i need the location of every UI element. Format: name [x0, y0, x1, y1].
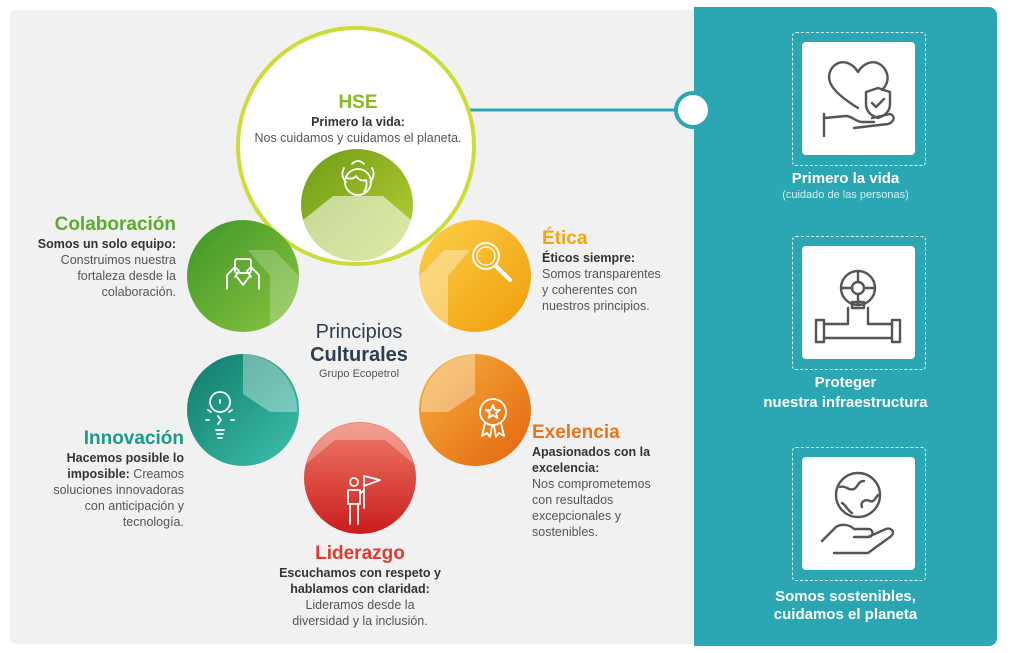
liderazgo-lead-2: hablamos con claridad: [290, 582, 430, 596]
liderazgo-circle [304, 422, 416, 534]
sidebar-label-planet-2: cuidamos el planeta [773, 606, 918, 623]
etica-body-2: y coherentes con [542, 283, 638, 297]
etica-circle [418, 220, 531, 332]
globe-hand-icon [820, 471, 895, 555]
connector-node [674, 91, 712, 129]
exelencia-body-1: Nos comprometemos [532, 477, 651, 491]
hse-body: Nos cuidamos y cuidamos el planeta. [254, 131, 462, 145]
sidebar-label-infrastructure-2: nuestra infraestructura [763, 394, 928, 411]
colaboracion-title: Colaboración [54, 214, 176, 235]
liderazgo-text-block: Liderazgo Escuchamos con respeto y habla… [250, 543, 470, 629]
lightbulb-icon [205, 391, 235, 439]
sidebar-label-life: Primero la vida [791, 170, 900, 187]
liderazgo-lead-1: Escuchamos con respeto y [279, 566, 441, 580]
innovacion-body-inline: Creamos [129, 467, 184, 481]
hse-circle [301, 149, 413, 262]
colaboracion-circle [187, 220, 300, 332]
hse-text-block: HSE Primero la vida: Nos cuidamos y cuid… [236, 92, 480, 146]
exelencia-lead-1: Apasionados con la [532, 445, 651, 459]
exelencia-lead-2: excelencia: [532, 461, 600, 475]
sidebar: Primero la vida (cuidado de las personas… [694, 7, 997, 646]
center-label: Principios Culturales Grupo Ecopetrol [284, 320, 434, 382]
sidebar-sublabel-life: (cuidado de las personas) [782, 189, 909, 201]
exelencia-circle [419, 354, 531, 466]
innovacion-title: Innovación [83, 428, 184, 449]
sidebar-card-infrastructure [792, 236, 926, 370]
award-medal-icon [479, 398, 507, 438]
magnifier-icon [472, 242, 512, 282]
leader-flag-icon [347, 475, 381, 525]
innovacion-text-block: Innovación Hacemos posible lo imposible:… [20, 428, 184, 530]
liderazgo-body-1: Lideramos desde la [305, 598, 415, 612]
hse-lead: Primero la vida: [311, 115, 405, 129]
colaboracion-body-2: fortaleza desde la [77, 269, 176, 283]
exelencia-body-3: excepcionales y [532, 509, 621, 523]
colaboracion-body-3: colaboración. [101, 285, 176, 299]
innovacion-lead-1: Hacemos posible lo [66, 451, 184, 465]
exelencia-title: Exelencia [532, 422, 620, 443]
sidebar-label-planet-1: Somos sostenibles, [775, 588, 916, 605]
etica-text-block: Ética Éticos siempre: Somos transparente… [542, 228, 692, 314]
pipeline-valve-icon [814, 269, 902, 344]
liderazgo-title: Liderazgo [315, 543, 405, 564]
innovacion-body-2: con anticipación y [84, 499, 184, 513]
sidebar-card-planet [792, 447, 926, 581]
innovacion-circle [187, 354, 299, 466]
hse-highlight-ring [236, 26, 476, 266]
colaboracion-lead: Somos un solo equipo: [37, 237, 176, 251]
etica-lead: Éticos siempre: [542, 251, 636, 265]
sidebar-card-life [792, 32, 926, 166]
liderazgo-body-2: diversidad y la inclusión. [292, 614, 428, 628]
center-line-1: Principios [315, 321, 403, 343]
heart-hand-shield-icon [822, 61, 895, 138]
etica-body-3: nuestros principios. [542, 299, 650, 313]
exelencia-body-2: con resultados [532, 493, 614, 507]
center-line-3: Grupo Ecopetrol [318, 368, 400, 380]
center-line-2: Culturales [310, 344, 408, 366]
innovacion-body-1: soluciones innovadoras [53, 483, 184, 497]
etica-title: Ética [542, 228, 588, 249]
etica-body-1: Somos transparentes [542, 267, 661, 281]
globe-leaves-icon [341, 160, 375, 196]
team-hands-icon [226, 258, 260, 290]
exelencia-text-block: Exelencia Apasionados con la excelencia:… [532, 422, 692, 540]
colaboracion-body-1: Construimos nuestra [60, 253, 176, 267]
colaboracion-text-block: Colaboración Somos un solo equipo: Const… [20, 214, 176, 300]
hse-title: HSE [338, 92, 378, 113]
exelencia-body-4: sostenibles. [532, 525, 599, 539]
innovacion-lead-2: imposible: [67, 467, 130, 481]
sidebar-label-infrastructure-1: Proteger [814, 374, 877, 391]
innovacion-body-3: tecnología. [122, 515, 184, 529]
